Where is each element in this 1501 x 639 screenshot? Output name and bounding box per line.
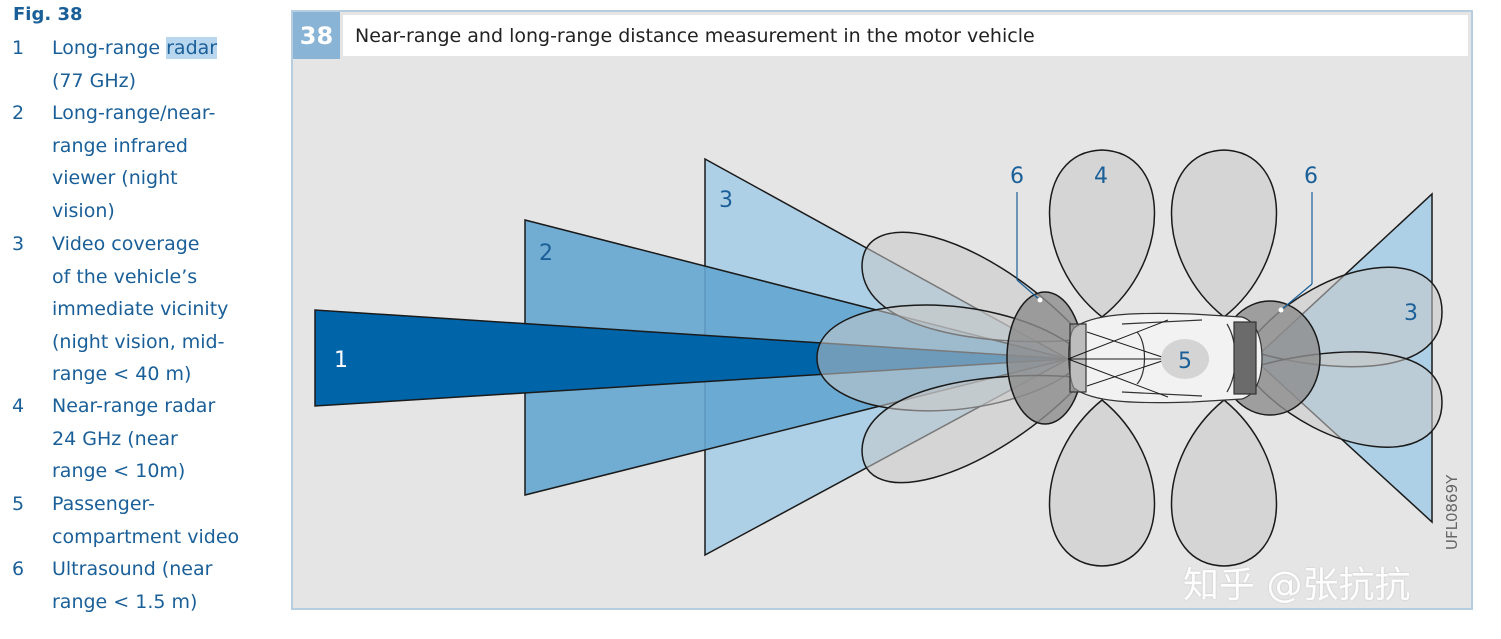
legend-text-part: (77 GHz) xyxy=(52,69,137,92)
pointer-line xyxy=(1016,279,1041,301)
legend-number: 4 xyxy=(12,395,25,417)
figure-label: Fig. 38 xyxy=(13,4,83,25)
figure-caption: Near-range and long-range distance measu… xyxy=(343,15,1468,56)
label-2: 2 xyxy=(539,241,553,266)
legend-text: Near-range radar 24 GHz (near range < 10… xyxy=(52,395,216,483)
long-range-radar-zone xyxy=(314,309,1069,407)
figure-number-badge: 38 xyxy=(293,12,340,59)
watermark: 知乎 @张抗抗 xyxy=(1183,565,1411,606)
label-6-rear: 6 xyxy=(1304,164,1318,189)
legend-text: Ultrasound (near range < 1.5 m) xyxy=(52,558,213,613)
figure-frame: 38 Near-range and long-range distance me… xyxy=(291,10,1473,610)
label-6-front: 6 xyxy=(1010,164,1024,189)
label-1: 1 xyxy=(334,348,348,373)
legend-text: Video coverage of the vehicle’s immediat… xyxy=(52,233,229,386)
legend-text: Passenger- compartment video xyxy=(52,493,240,548)
label-3-front: 3 xyxy=(719,188,733,213)
cabin-video-zone xyxy=(1161,339,1209,379)
figure-header: 38 Near-range and long-range distance me… xyxy=(293,12,1471,59)
legend-text-part: Long-range xyxy=(52,37,167,59)
legend-number: 5 xyxy=(12,493,25,515)
legend-number: 3 xyxy=(12,233,25,255)
legend-text: Long-range/near- range infrared viewer (… xyxy=(52,102,216,222)
pointer-dot xyxy=(1037,297,1043,303)
pointer-line xyxy=(1280,283,1313,311)
figure-code: UFL0869Y xyxy=(1443,474,1461,550)
label-4: 4 xyxy=(1094,164,1108,189)
pointer-dot xyxy=(1278,307,1284,313)
camera-rays xyxy=(1067,319,1169,398)
sensor-coverage-diagram: 1 2 3 3 4 5 6 6 UFL0869Y xyxy=(314,149,1461,567)
legend-number: 1 xyxy=(12,37,25,59)
radar-lobe-top-left xyxy=(1048,149,1156,318)
label-5: 5 xyxy=(1178,349,1192,374)
highlighted-word[interactable]: radar xyxy=(166,37,218,59)
radar-lobe-top-right xyxy=(1170,149,1278,318)
legend-number: 6 xyxy=(12,558,25,580)
label-3-rear: 3 xyxy=(1404,301,1418,326)
legend-number: 2 xyxy=(12,102,25,124)
legend-text: Long-range radar (77 GHz) xyxy=(52,32,218,97)
radar-lobe-bottom-left xyxy=(1048,399,1156,567)
radar-lobe-bottom-right xyxy=(1170,399,1278,567)
